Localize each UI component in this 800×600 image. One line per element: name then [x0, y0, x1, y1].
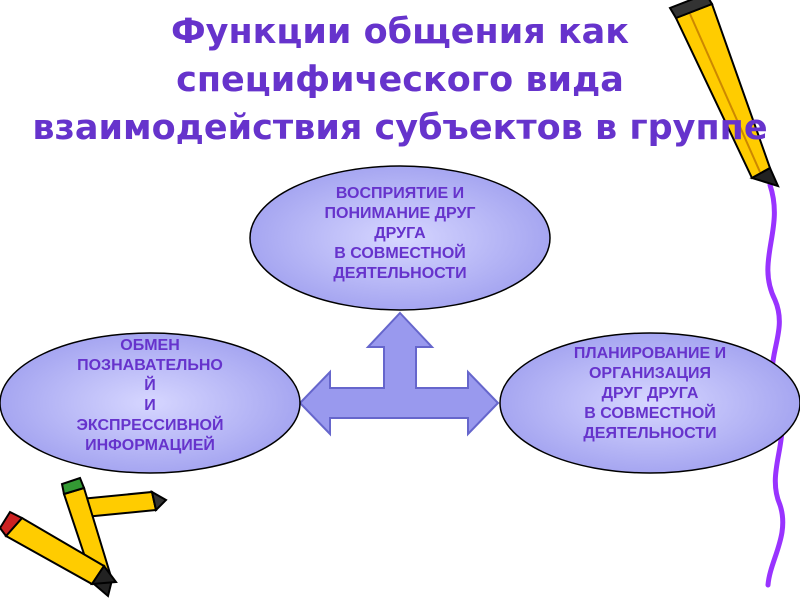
oval-right	[499, 332, 800, 474]
node-line: ПЛАНИРОВАНИЕ И	[573, 345, 727, 362]
node-line: ОБМЕН	[120, 337, 180, 354]
node-information-exchange: ОБМЕН ПОЗНАВАТЕЛЬНО Й И ЭКСПРЕССИВНОЙ ИН…	[10, 336, 290, 456]
node-line: ПОЗНАВАТЕЛЬНО	[77, 357, 223, 374]
title-line: специфического вида	[176, 60, 624, 100]
three-way-arrow	[298, 311, 500, 437]
node-perception: ВОСПРИЯТИЕ И ПОНИМАНИЕ ДРУГ ДРУГА В СОВМ…	[260, 184, 540, 284]
node-line: Й	[144, 377, 156, 394]
node-line: ЭКСПРЕССИВНОЙ	[76, 417, 224, 434]
node-line: ДРУГ ДРУГА	[601, 385, 699, 402]
page-title: Функции общения как специфического вида …	[20, 8, 780, 152]
node-line: ОРГАНИЗАЦИЯ	[588, 365, 712, 382]
node-line: ДЕЯТЕЛЬНОСТИ	[333, 265, 467, 282]
node-line: ИНФОРМАЦИЕЙ	[85, 437, 215, 454]
title-line: взаимодействия субъектов в группе	[32, 108, 768, 148]
node-line: ДРУГА	[374, 225, 426, 242]
pencil-icon	[0, 510, 118, 586]
node-line: И	[144, 397, 156, 414]
node-line: В СОВМЕСТНОЙ	[334, 245, 466, 262]
pencil-icon	[668, 0, 780, 188]
title-line: Функции общения как	[170, 12, 630, 52]
node-line: ВОСПРИЯТИЕ И	[335, 185, 465, 202]
oval-left	[0, 332, 301, 474]
node-line: В СОВМЕСТНОЙ	[584, 405, 716, 422]
node-planning: ПЛАНИРОВАНИЕ И ОРГАНИЗАЦИЯ ДРУГ ДРУГА В …	[510, 344, 790, 444]
oval-top	[249, 165, 551, 311]
node-line: ПОНИМАНИЕ ДРУГ	[324, 205, 476, 222]
node-line: ДЕЯТЕЛЬНОСТИ	[583, 425, 717, 442]
